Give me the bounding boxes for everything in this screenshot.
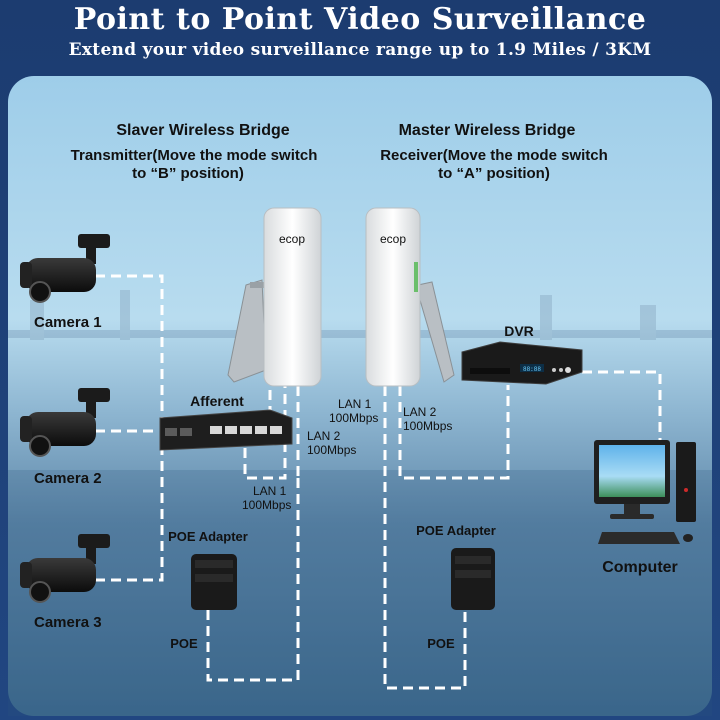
cable-left-poe	[206, 478, 300, 682]
computer: Computer	[594, 440, 696, 576]
right-lan-labels: LAN 1 100Mbps LAN 2 100Mbps	[329, 397, 452, 433]
page-title: Point to Point Video Surveillance	[73, 2, 647, 37]
scene-panel	[8, 76, 712, 716]
right-poe-adapter-label: POE Adapter	[416, 523, 496, 538]
camera-3: Camera 3	[20, 534, 110, 631]
cable-camera3-switch	[95, 448, 164, 582]
left-lan1-name: LAN 1	[253, 484, 287, 498]
master-heading: Master Wireless Bridge	[399, 122, 576, 139]
page-subtitle: Extend your video surveillance range up …	[68, 40, 652, 60]
slaver-line1: Transmitter(Move the mode switch	[71, 147, 318, 164]
switch-label: Afferent	[190, 393, 244, 409]
cable-right-poe	[383, 386, 467, 690]
left-lan-labels: LAN 2 100Mbps LAN 1 100Mbps	[242, 429, 356, 512]
cable-links	[95, 274, 662, 690]
slaver-heading: Slaver Wireless Bridge	[116, 122, 289, 139]
left-lan2-speed: 100Mbps	[307, 443, 356, 457]
right-poe-adapter: POE Adapter POE	[416, 523, 496, 651]
dvr-label: DVR	[504, 323, 534, 339]
camera-1: Camera 1	[20, 234, 110, 331]
dvr: DVR 88:88	[461, 323, 583, 385]
slaver-wireless-bridge: ecop	[227, 207, 322, 387]
right-lan2-name: LAN 2	[403, 405, 437, 419]
camera-1-label: Camera 1	[34, 314, 102, 331]
camera-2-label: Camera 2	[34, 470, 102, 487]
master-line2: to “A” position)	[438, 165, 550, 182]
left-lan2-name: LAN 2	[307, 429, 341, 443]
right-poe-label: POE	[427, 636, 455, 651]
right-lan1-speed: 100Mbps	[329, 411, 378, 425]
left-lan1-speed: 100Mbps	[242, 498, 291, 512]
master-wireless-bridge: ecop	[365, 207, 455, 387]
cable-dvr-computer	[582, 370, 662, 440]
master-header: Master Wireless Bridge Receiver(Move the…	[380, 122, 608, 182]
cable-radio-dvr	[398, 385, 510, 480]
master-line1: Receiver(Move the mode switch	[380, 147, 608, 164]
camera-3-label: Camera 3	[34, 614, 102, 631]
right-lan2-speed: 100Mbps	[403, 419, 452, 433]
computer-label: Computer	[602, 559, 678, 576]
right-lan1-name: LAN 1	[338, 397, 372, 411]
city-background	[8, 290, 712, 716]
camera-2: Camera 2	[20, 388, 110, 487]
dvr-display: 88:88	[523, 366, 541, 373]
master-brand-logo: ecop	[380, 232, 406, 246]
cable-camera1-switch	[95, 274, 164, 420]
left-poe-adapter: POE Adapter POE	[168, 529, 248, 651]
left-poe-adapter-label: POE Adapter	[168, 529, 248, 544]
afferent-switch: Afferent	[159, 393, 293, 451]
left-poe-label: POE	[170, 636, 198, 651]
slaver-line2: to “B” position)	[132, 165, 244, 182]
slaver-header: Slaver Wireless Bridge Transmitter(Move …	[71, 122, 318, 182]
slaver-brand-logo: ecop	[279, 232, 305, 246]
